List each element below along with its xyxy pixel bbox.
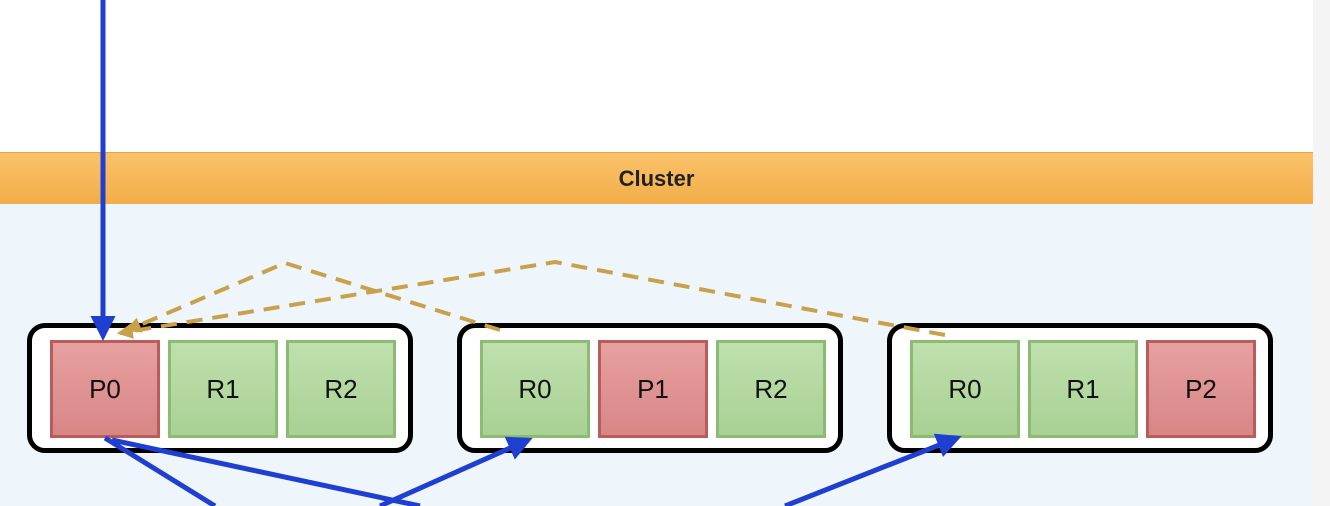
shard-label: P1 bbox=[637, 373, 669, 404]
node-3: R0 R1 P2 bbox=[887, 323, 1273, 453]
shard-r0: R0 bbox=[480, 340, 590, 438]
shard-r2: R2 bbox=[286, 340, 396, 438]
shard-label: R1 bbox=[206, 373, 240, 404]
shard-r1: R1 bbox=[1028, 340, 1138, 438]
shard-label: R2 bbox=[324, 373, 358, 404]
shard-p0: P0 bbox=[50, 340, 160, 438]
shard-r0: R0 bbox=[910, 340, 1020, 438]
shard-r2: R2 bbox=[716, 340, 826, 438]
shard-label: R0 bbox=[948, 373, 982, 404]
cluster-title: Cluster bbox=[618, 165, 695, 191]
shard-p2: P2 bbox=[1146, 340, 1256, 438]
node-2: R0 P1 R2 bbox=[457, 323, 843, 453]
node-1: P0 R1 R2 bbox=[27, 323, 413, 453]
cluster-header: Cluster bbox=[0, 152, 1313, 204]
shard-label: R1 bbox=[1066, 373, 1100, 404]
shard-label: R2 bbox=[754, 373, 788, 404]
shard-label: P2 bbox=[1185, 373, 1217, 404]
shard-p1: P1 bbox=[598, 340, 708, 438]
right-edge-strip bbox=[1313, 0, 1330, 506]
shard-label: R0 bbox=[518, 373, 552, 404]
shard-label: P0 bbox=[89, 373, 121, 404]
shard-r1: R1 bbox=[168, 340, 278, 438]
